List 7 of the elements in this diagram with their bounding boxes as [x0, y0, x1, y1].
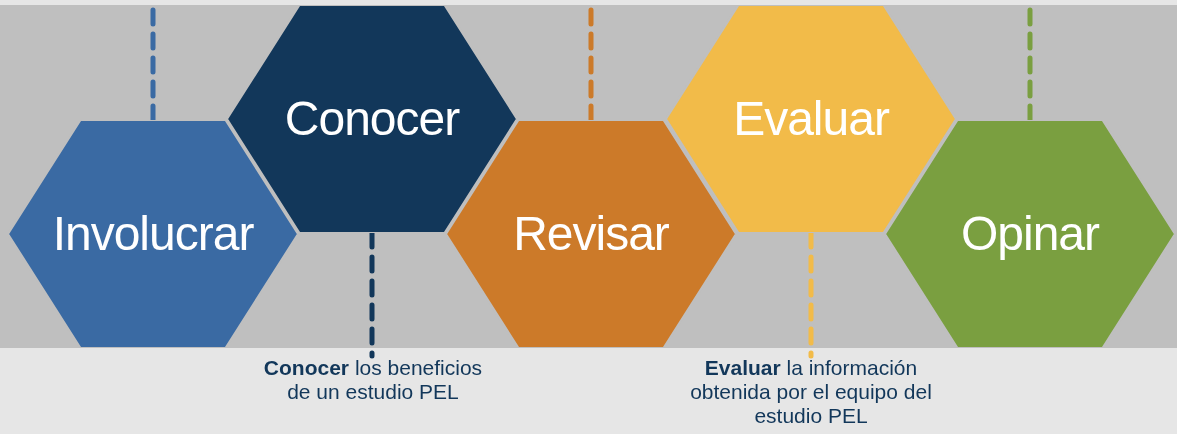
step-title: Conocer	[284, 95, 460, 143]
step-title: Evaluar	[733, 95, 889, 143]
step-title: Involucrar	[52, 210, 254, 258]
step-title: Revisar	[513, 210, 669, 258]
caption-text: Evaluar la información obtenida por el equipo del estudio PEL	[689, 356, 933, 428]
caption-text: Conocer los beneficios de un estudio PEL	[262, 356, 484, 404]
step-title: Opinar	[960, 210, 1100, 258]
